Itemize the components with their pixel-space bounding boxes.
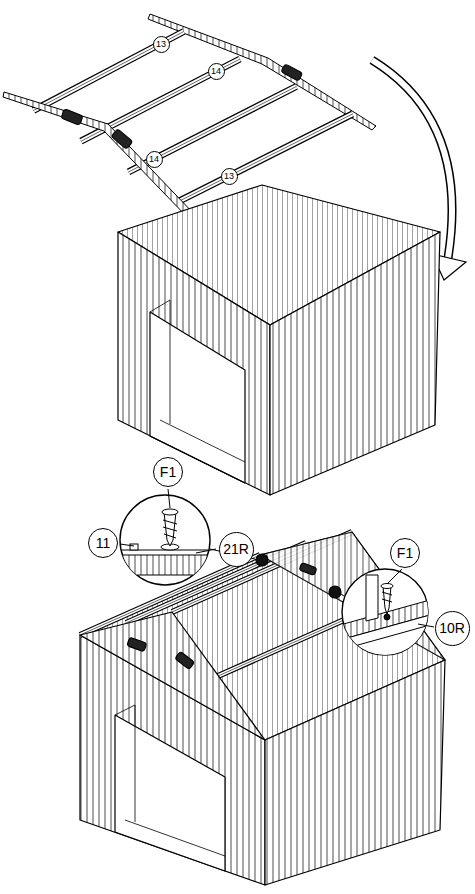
roof-beam: [129, 87, 297, 172]
callout-number: 14: [146, 151, 163, 168]
callout-text: 10R: [439, 621, 465, 635]
callout-number: 14: [208, 63, 225, 80]
roof-beam: [129, 87, 297, 172]
shed-with-roof: [80, 532, 445, 885]
detail-magnifier: [110, 495, 255, 585]
shed-walls: [118, 185, 440, 495]
callout-text: 14: [211, 67, 221, 76]
leader-lines: [120, 489, 434, 627]
callout-number: 13: [221, 168, 238, 185]
callout-text: 13: [156, 40, 166, 49]
callout-text: F1: [160, 465, 176, 479]
callout-number: 11: [88, 528, 118, 558]
callout-number: 13: [153, 36, 170, 53]
detail-magnifier: [340, 569, 430, 660]
callout-number: F1: [390, 538, 420, 568]
callout-text: 13: [224, 172, 234, 181]
callout-text: 14: [149, 155, 159, 164]
callout-number: 10R: [435, 611, 470, 646]
roof-beam: [129, 87, 297, 172]
callout-text: 21R: [223, 542, 249, 556]
callout-text: 11: [96, 536, 111, 550]
callout-number: 21R: [219, 532, 254, 567]
callout-number: F1: [153, 457, 183, 487]
callout-text: F1: [397, 546, 413, 560]
roof-frame: [3, 14, 376, 220]
